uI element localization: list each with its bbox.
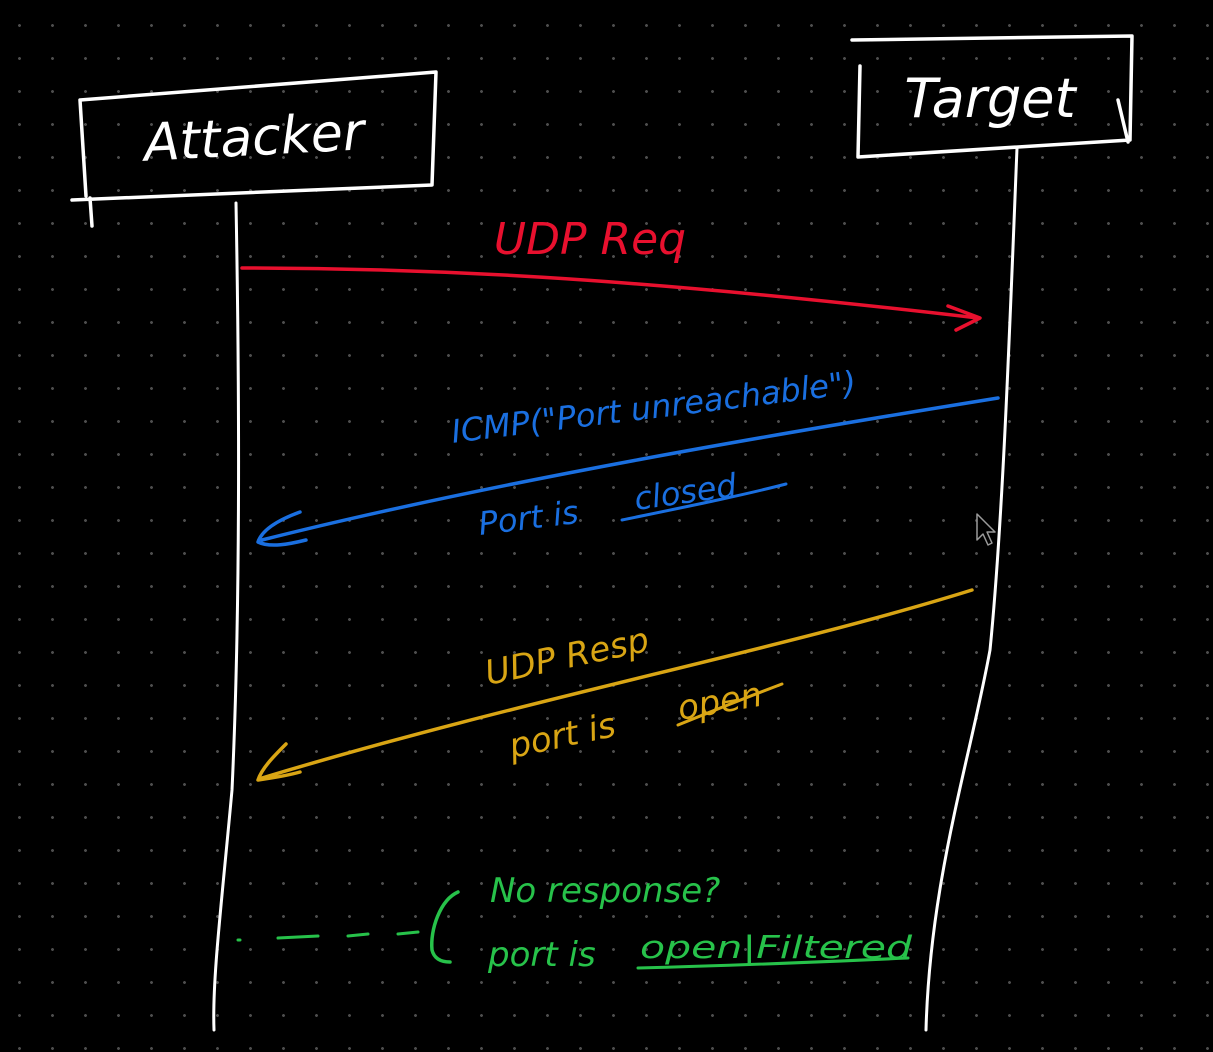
target-box: Target — [850, 34, 1134, 159]
udp-response-message: UDP Resp port is open — [256, 588, 974, 782]
icmp-result-state: closed — [632, 466, 740, 518]
no-response-label: No response? — [490, 871, 720, 911]
udp-response-result-prefix: port is — [505, 705, 620, 767]
udp-response-label: UDP Resp — [482, 620, 653, 694]
attacker-box: Attacker — [70, 70, 438, 228]
no-response-result-prefix: port is — [487, 935, 596, 975]
open-underline — [676, 682, 784, 727]
icmp-reply-arrow — [256, 396, 1000, 547]
udp-request-label: UDP Req — [494, 214, 686, 265]
udp-request-arrow — [240, 266, 982, 332]
attacker-lifeline — [212, 201, 241, 1032]
no-response-message: No response? port is open|Filtered — [236, 871, 912, 975]
target-lifeline — [924, 146, 1019, 1032]
open-filtered-underline — [636, 956, 910, 970]
udp-response-arrow — [256, 588, 974, 782]
icmp-reply-message: ICMP("Port unreachable") Port is closed — [256, 363, 1000, 547]
icmp-result-prefix: Port is — [476, 493, 580, 543]
target-label: Target — [904, 67, 1077, 130]
mouse-pointer-icon — [976, 513, 996, 546]
attacker-label: Attacker — [140, 102, 370, 174]
no-response-bracket — [430, 890, 460, 964]
no-response-dashed-line — [236, 930, 420, 942]
icmp-reply-label: ICMP("Port unreachable") — [449, 363, 858, 450]
udp-request-message: UDP Req — [240, 214, 982, 332]
closed-underline — [620, 482, 788, 522]
